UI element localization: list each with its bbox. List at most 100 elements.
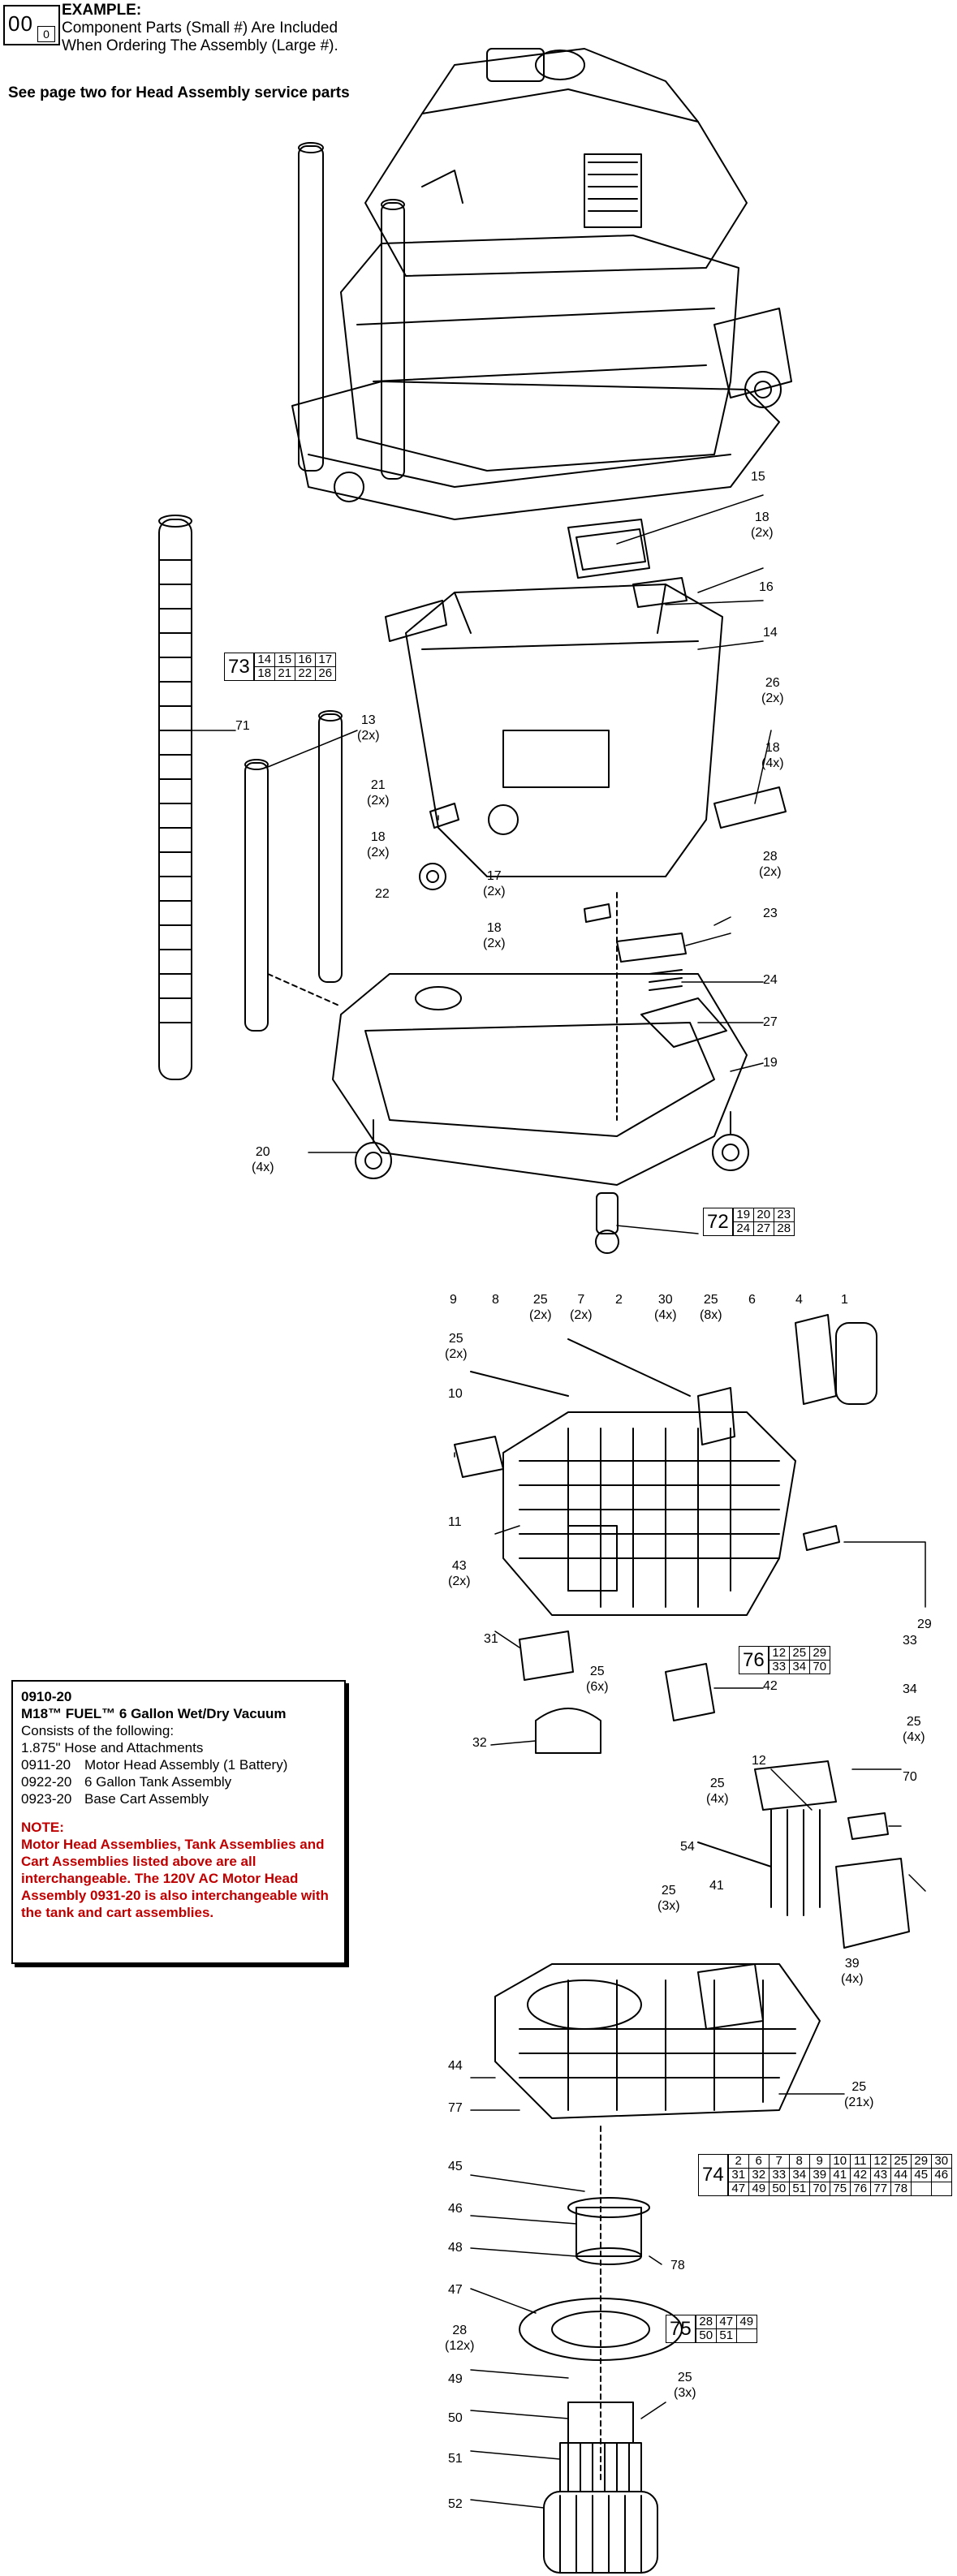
callout-25: 25(4x) [903,1715,925,1744]
callout-43: 43(2x) [448,1559,471,1588]
callout-20: 20(4x) [252,1145,274,1174]
callout-71: 71 [235,719,250,733]
example-assembly-number: 00 [8,11,33,36]
assembly-number: 73 [224,653,254,681]
callout-54: 54 [680,1840,695,1854]
callout-48: 48 [448,2241,463,2255]
callout-22: 22 [375,887,390,901]
callout-25: 25(2x) [445,1332,468,1361]
callout-47: 47 [448,2283,463,2297]
assembly-number: 76 [739,1646,769,1674]
callout-41: 41 [709,1879,724,1893]
callout-30: 30(4x) [654,1293,677,1322]
kit-name: M18™ FUEL™ 6 Gallon Wet/Dry Vacuum [21,1706,287,1721]
callout-50: 50 [448,2411,463,2425]
callout-17: 17(2x) [483,869,506,898]
callout-32: 32 [472,1736,487,1750]
callout-39: 39(4x) [841,1957,864,1986]
assembled-vacuum-illustration [291,48,792,520]
callout-24: 24 [763,973,778,987]
callout-70: 70 [903,1770,917,1784]
callout-28: 28(2x) [759,850,782,879]
callout-25: 25(2x) [529,1293,552,1322]
callout-16: 16 [759,580,774,594]
example-assembly-box: 00 0 [3,5,60,45]
callout-18: 18(2x) [367,830,390,859]
callout-46: 46 [448,2202,463,2216]
base-cart-illustration [332,973,749,1254]
tank-assembly-illustration [158,515,787,1121]
callout-1: 1 [841,1293,848,1307]
callout-25: 25(21x) [844,2080,874,2109]
leader-lines [191,494,926,2509]
callout-77: 77 [448,2101,463,2115]
assembly-number: 74 [698,2154,728,2196]
kit-note-heading: NOTE: [21,1820,64,1835]
callout-2: 2 [615,1293,623,1307]
callout-25: 25(6x) [586,1665,609,1694]
callout-13: 13(2x) [357,713,380,743]
callout-18: 18(2x) [751,510,774,540]
callout-51: 51 [448,2452,463,2466]
head-assembly-note: See page two for Head Assembly service p… [8,84,350,101]
callout-78: 78 [670,2259,685,2272]
callout-14: 14 [763,626,778,640]
assembly-number: 75 [666,2315,696,2343]
callout-10: 10 [448,1387,463,1401]
callout-4: 4 [795,1293,803,1307]
callout-44: 44 [448,2059,463,2073]
callout-25: 25(4x) [706,1777,729,1806]
example-line-1: Component Parts (Small #) Are Included [62,19,338,37]
callout-27: 27 [763,1015,778,1029]
callout-28: 28(12x) [445,2324,475,2353]
callout-7: 7(2x) [570,1293,593,1322]
example-title: EXAMPLE: [62,2,142,19]
callout-52: 52 [448,2497,463,2511]
callout-18: 18(4x) [761,741,784,770]
callout-9: 9 [450,1293,457,1307]
callout-42: 42 [763,1679,778,1693]
callout-6: 6 [748,1293,756,1307]
kit-hose-line: 1.875" Hose and Attachments [21,1740,204,1755]
callout-15: 15 [751,470,765,484]
callout-33: 33 [903,1634,917,1648]
callout-49: 49 [448,2372,463,2386]
callout-34: 34 [903,1682,917,1696]
kit-number: 0910-20 [21,1689,72,1704]
assembly-number: 72 [703,1208,733,1236]
example-line-2: When Ordering The Assembly (Large #). [62,37,338,54]
callout-12: 12 [752,1754,766,1768]
callout-45: 45 [448,2160,463,2173]
callout-23: 23 [763,907,778,920]
callout-19: 19 [763,1056,778,1070]
kit-consists-label: Consists of the following: [21,1723,175,1738]
callout-18: 18(2x) [483,921,506,950]
callout-26: 26(2x) [761,676,784,705]
callout-25: 25(3x) [657,1884,680,1913]
callout-31: 31 [484,1632,498,1646]
kit-description-box: 0910-20 M18™ FUEL™ 6 Gallon Wet/Dry Vacu… [11,1680,346,1964]
callout-8: 8 [492,1293,499,1307]
callout-25: 25(3x) [674,2371,696,2400]
callout-29: 29 [917,1618,932,1631]
callout-21: 21(2x) [367,778,390,808]
callout-11: 11 [448,1515,462,1529]
motor-head-illustration [454,1314,877,1754]
filter-stack-illustration [494,1760,910,2574]
kit-note-text: Motor Head Assemblies, Tank Assemblies a… [21,1837,329,1920]
